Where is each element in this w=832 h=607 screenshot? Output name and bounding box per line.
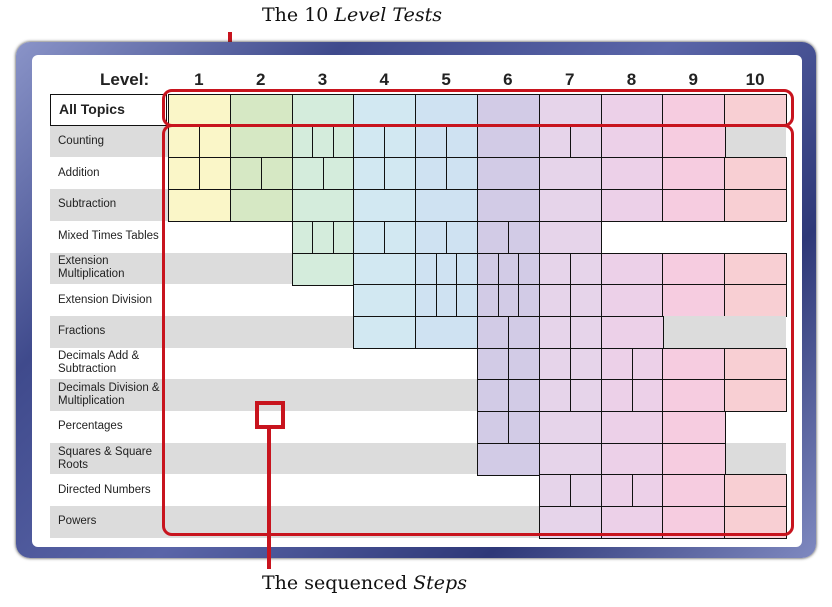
- step-cell: [724, 157, 788, 191]
- step-cell: [600, 94, 664, 128]
- topic-label: Mixed Times Tables: [58, 230, 159, 243]
- step-cell: [662, 284, 726, 318]
- step-cell: [600, 252, 664, 286]
- level-header-4: 4: [379, 70, 390, 89]
- step-cell: [724, 474, 788, 508]
- step-cell: [168, 94, 232, 128]
- step-cell: [538, 252, 572, 286]
- step-cell: [724, 379, 788, 413]
- step-cell: [291, 189, 355, 223]
- steps-caption: The sequenced Steps: [262, 572, 467, 594]
- step-cell: [507, 347, 541, 381]
- step-cell: [446, 157, 479, 191]
- topic-label: Percentages: [58, 420, 123, 433]
- level-tests-caption-prefix: The 10: [262, 4, 335, 26]
- step-cell: [538, 220, 603, 254]
- level-tests-highlight: [162, 89, 794, 127]
- topic-label: Subtraction: [58, 198, 117, 211]
- level-header-5: 5: [441, 70, 451, 89]
- step-cell: [600, 315, 664, 350]
- step-cell: [446, 125, 479, 159]
- level-header-3: 3: [317, 70, 328, 89]
- level-header-8: 8: [626, 70, 637, 89]
- step-cell: [724, 189, 788, 223]
- level-header-7: 7: [564, 70, 575, 89]
- topic-label: Decimals Add &Subtraction: [58, 350, 140, 376]
- steps-caption-italic: Steps: [413, 572, 467, 594]
- step-cell: [353, 220, 386, 254]
- level-tests-caption-italic: Level Tests: [334, 4, 442, 26]
- step-cell: [291, 94, 355, 128]
- step-cell: [600, 189, 664, 223]
- step-cell: [662, 94, 726, 128]
- step-cell: [538, 157, 603, 191]
- step-marker: [255, 401, 285, 429]
- level-header-1: 1: [194, 70, 204, 89]
- step-cell: [538, 442, 603, 476]
- step-cell: [631, 347, 664, 381]
- step-cell: [353, 94, 417, 128]
- step-cell: [662, 189, 726, 223]
- topic-label: Extension Division: [58, 293, 152, 306]
- topic-label: Addition: [58, 166, 100, 179]
- step-cell: [477, 411, 510, 445]
- level-header-9: 9: [688, 70, 699, 89]
- step-cell: [415, 94, 479, 128]
- step-cell: [538, 411, 603, 445]
- topic-label: Directed Numbers: [58, 483, 151, 496]
- step-cell: [415, 189, 479, 223]
- step-cell: [600, 157, 664, 191]
- step-cell: [538, 474, 572, 508]
- step-cell: [724, 94, 788, 128]
- steps-pointer-line: [267, 429, 271, 569]
- step-cell: [415, 157, 448, 191]
- level-title: Level:: [100, 70, 150, 89]
- topic-label: Decimals Division &Multiplication: [58, 382, 160, 408]
- step-cell: [507, 220, 541, 254]
- level-header-2: 2: [255, 70, 266, 89]
- step-cell: [662, 252, 726, 286]
- level-header-6: 6: [503, 70, 513, 89]
- step-cell: [538, 315, 572, 350]
- level-tests-caption: The 10 Level Tests: [262, 4, 442, 26]
- steps-caption-prefix: The sequenced: [262, 572, 414, 594]
- step-cell: [507, 411, 541, 445]
- topic-label: Powers: [58, 515, 97, 528]
- step-cell: [415, 315, 479, 350]
- step-cell: [229, 189, 294, 223]
- topic-label: All Topics: [50, 94, 167, 126]
- step-cell: [569, 252, 603, 286]
- step-cell: [538, 379, 572, 413]
- steps-highlight: [162, 124, 794, 536]
- step-cell: [662, 157, 726, 191]
- step-cell: [353, 157, 386, 191]
- step-cell: [724, 347, 788, 381]
- step-cell: [229, 94, 294, 128]
- step-cell: [600, 411, 664, 445]
- step-cell: [662, 411, 726, 445]
- step-cell: [477, 220, 510, 254]
- step-cell: [477, 442, 541, 476]
- step-cell: [477, 94, 541, 128]
- step-cell: [600, 379, 633, 413]
- step-cell: [538, 94, 603, 128]
- topic-label: Fractions: [58, 325, 106, 338]
- level-header-10: 10: [745, 70, 765, 89]
- topic-label: Counting: [58, 135, 105, 148]
